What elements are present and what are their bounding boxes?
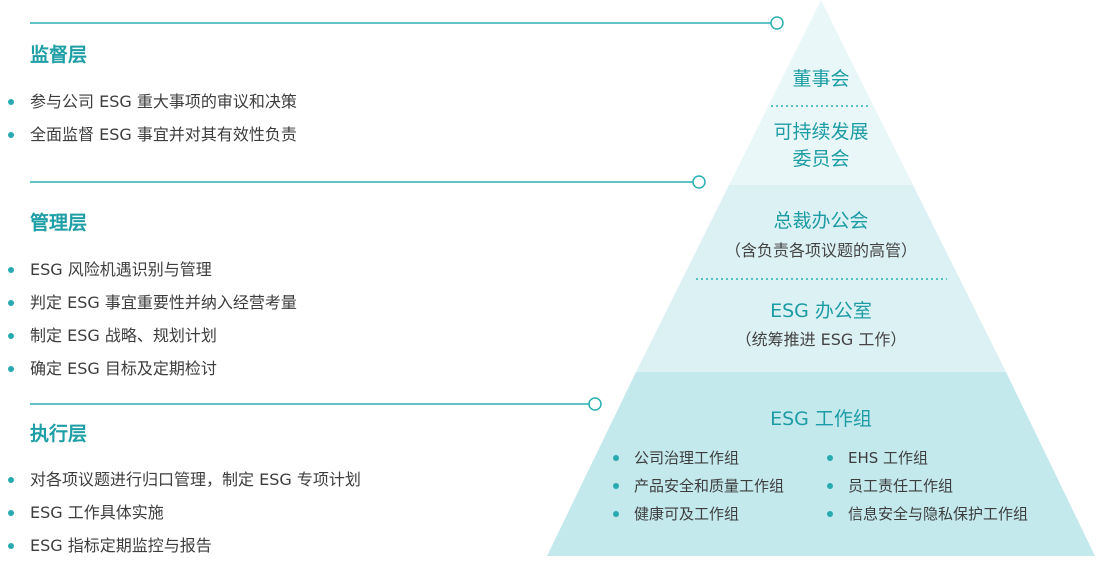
layer-title-execution: 执行层 (30, 423, 88, 445)
supervision-bullet-list: 参与公司 ESG 重大事项的审议和决策 全面监督 ESG 事宜并对其有效性负责 (8, 85, 297, 151)
pyramid-working-group-label: ESG 工作组 (770, 408, 872, 430)
connector-dot-supervision (770, 16, 784, 30)
pyramid-bottom-tier (547, 372, 1095, 556)
pyramid-president-office-note: （含负责各项议题的高管） (724, 241, 917, 260)
layer-title-supervision: 监督层 (30, 44, 88, 66)
layer-title-management: 管理层 (30, 212, 88, 234)
list-item: 制定 ESG 战略、规划计划 (8, 319, 297, 352)
list-item: 全面监督 ESG 事宜并对其有效性负责 (8, 118, 297, 151)
list-item: 判定 ESG 事宜重要性并纳入经营考量 (8, 286, 297, 319)
list-item: ESG 工作具体实施 (8, 496, 361, 529)
working-groups-right-list: EHS 工作组 员工责任工作组 信息安全与隐私保护工作组 (826, 444, 1028, 528)
list-item: 信息安全与隐私保护工作组 (826, 500, 1028, 528)
list-item: 员工责任工作组 (826, 472, 1028, 500)
pyramid-committee-label-line2: 委员会 (792, 148, 850, 170)
connector-dot-execution (588, 397, 602, 411)
execution-bullet-list: 对各项议题进行归口管理，制定 ESG 专项计划 ESG 工作具体实施 ESG 指… (8, 463, 361, 562)
list-item: 参与公司 ESG 重大事项的审议和决策 (8, 85, 297, 118)
pyramid-top-tier (729, 0, 913, 185)
pyramid-board-label: 董事会 (792, 68, 850, 90)
pyramid-president-office-label: 总裁办公会 (773, 210, 869, 232)
list-item: 健康可及工作组 (612, 500, 784, 528)
list-item: 对各项议题进行归口管理，制定 ESG 专项计划 (8, 463, 361, 496)
pyramid-esg-office-note: （统筹推进 ESG 工作） (735, 330, 907, 349)
list-item: 产品安全和质量工作组 (612, 472, 784, 500)
list-item: 确定 ESG 目标及定期检讨 (8, 352, 297, 385)
management-bullet-list: ESG 风险机遇识别与管理 判定 ESG 事宜重要性并纳入经营考量 制定 ESG… (8, 253, 297, 385)
list-item: EHS 工作组 (826, 444, 1028, 472)
list-item: 公司治理工作组 (612, 444, 784, 472)
working-groups-left-list: 公司治理工作组 产品安全和质量工作组 健康可及工作组 (612, 444, 784, 528)
pyramid-esg-office-label: ESG 办公室 (770, 300, 872, 322)
pyramid-committee-label-line1: 可持续发展 (773, 121, 869, 143)
list-item: ESG 指标定期监控与报告 (8, 529, 361, 562)
connector-dot-management (692, 175, 706, 189)
list-item: ESG 风险机遇识别与管理 (8, 253, 297, 286)
